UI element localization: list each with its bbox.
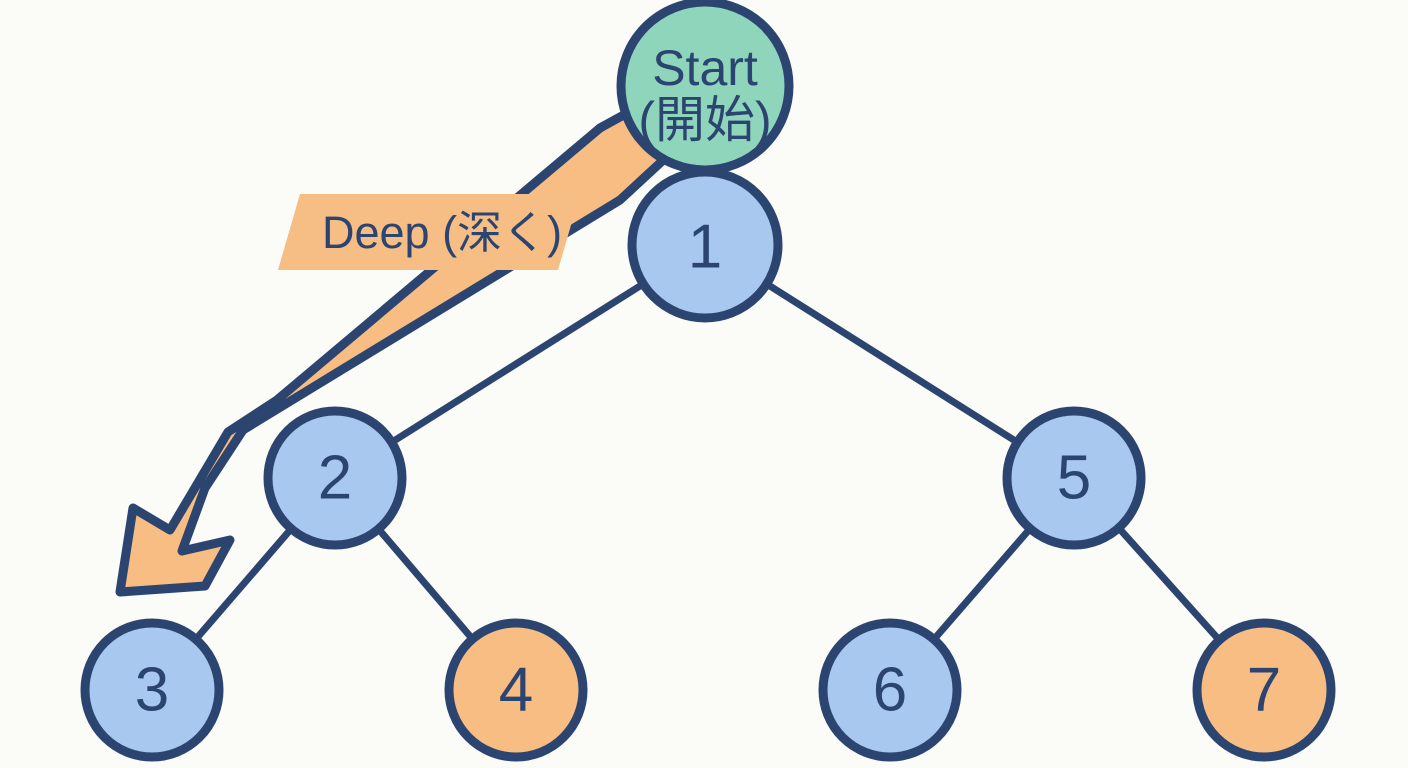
deep-label-text: Deep (深く): [322, 207, 562, 258]
node-3[interactable]: 3: [80, 618, 224, 762]
node-1[interactable]: 1: [627, 167, 783, 323]
deep-arrow: [115, 90, 690, 597]
node-6[interactable]: 6: [818, 618, 962, 762]
tree-nodes: 2 5 3 4 6: [80, 0, 1336, 762]
node-start-label-ja: (開始): [638, 92, 771, 148]
node-start[interactable]: Start (開始): [616, 0, 794, 175]
node-start-label-en: Start: [652, 40, 758, 96]
node-7[interactable]: 7: [1192, 618, 1336, 762]
node-4-label: 4: [499, 656, 533, 725]
node-7-label: 7: [1247, 656, 1281, 725]
node-5[interactable]: 5: [1002, 406, 1146, 550]
node-4[interactable]: 4: [444, 618, 588, 762]
node-5-label: 5: [1057, 444, 1091, 513]
node-3-label: 3: [135, 656, 169, 725]
deep-label-banner: Deep (深く): [278, 194, 580, 270]
node-6-label: 6: [873, 656, 907, 725]
node-2[interactable]: 2: [263, 406, 407, 550]
node-2-label: 2: [318, 444, 352, 513]
node-1-label: 1: [688, 213, 722, 282]
